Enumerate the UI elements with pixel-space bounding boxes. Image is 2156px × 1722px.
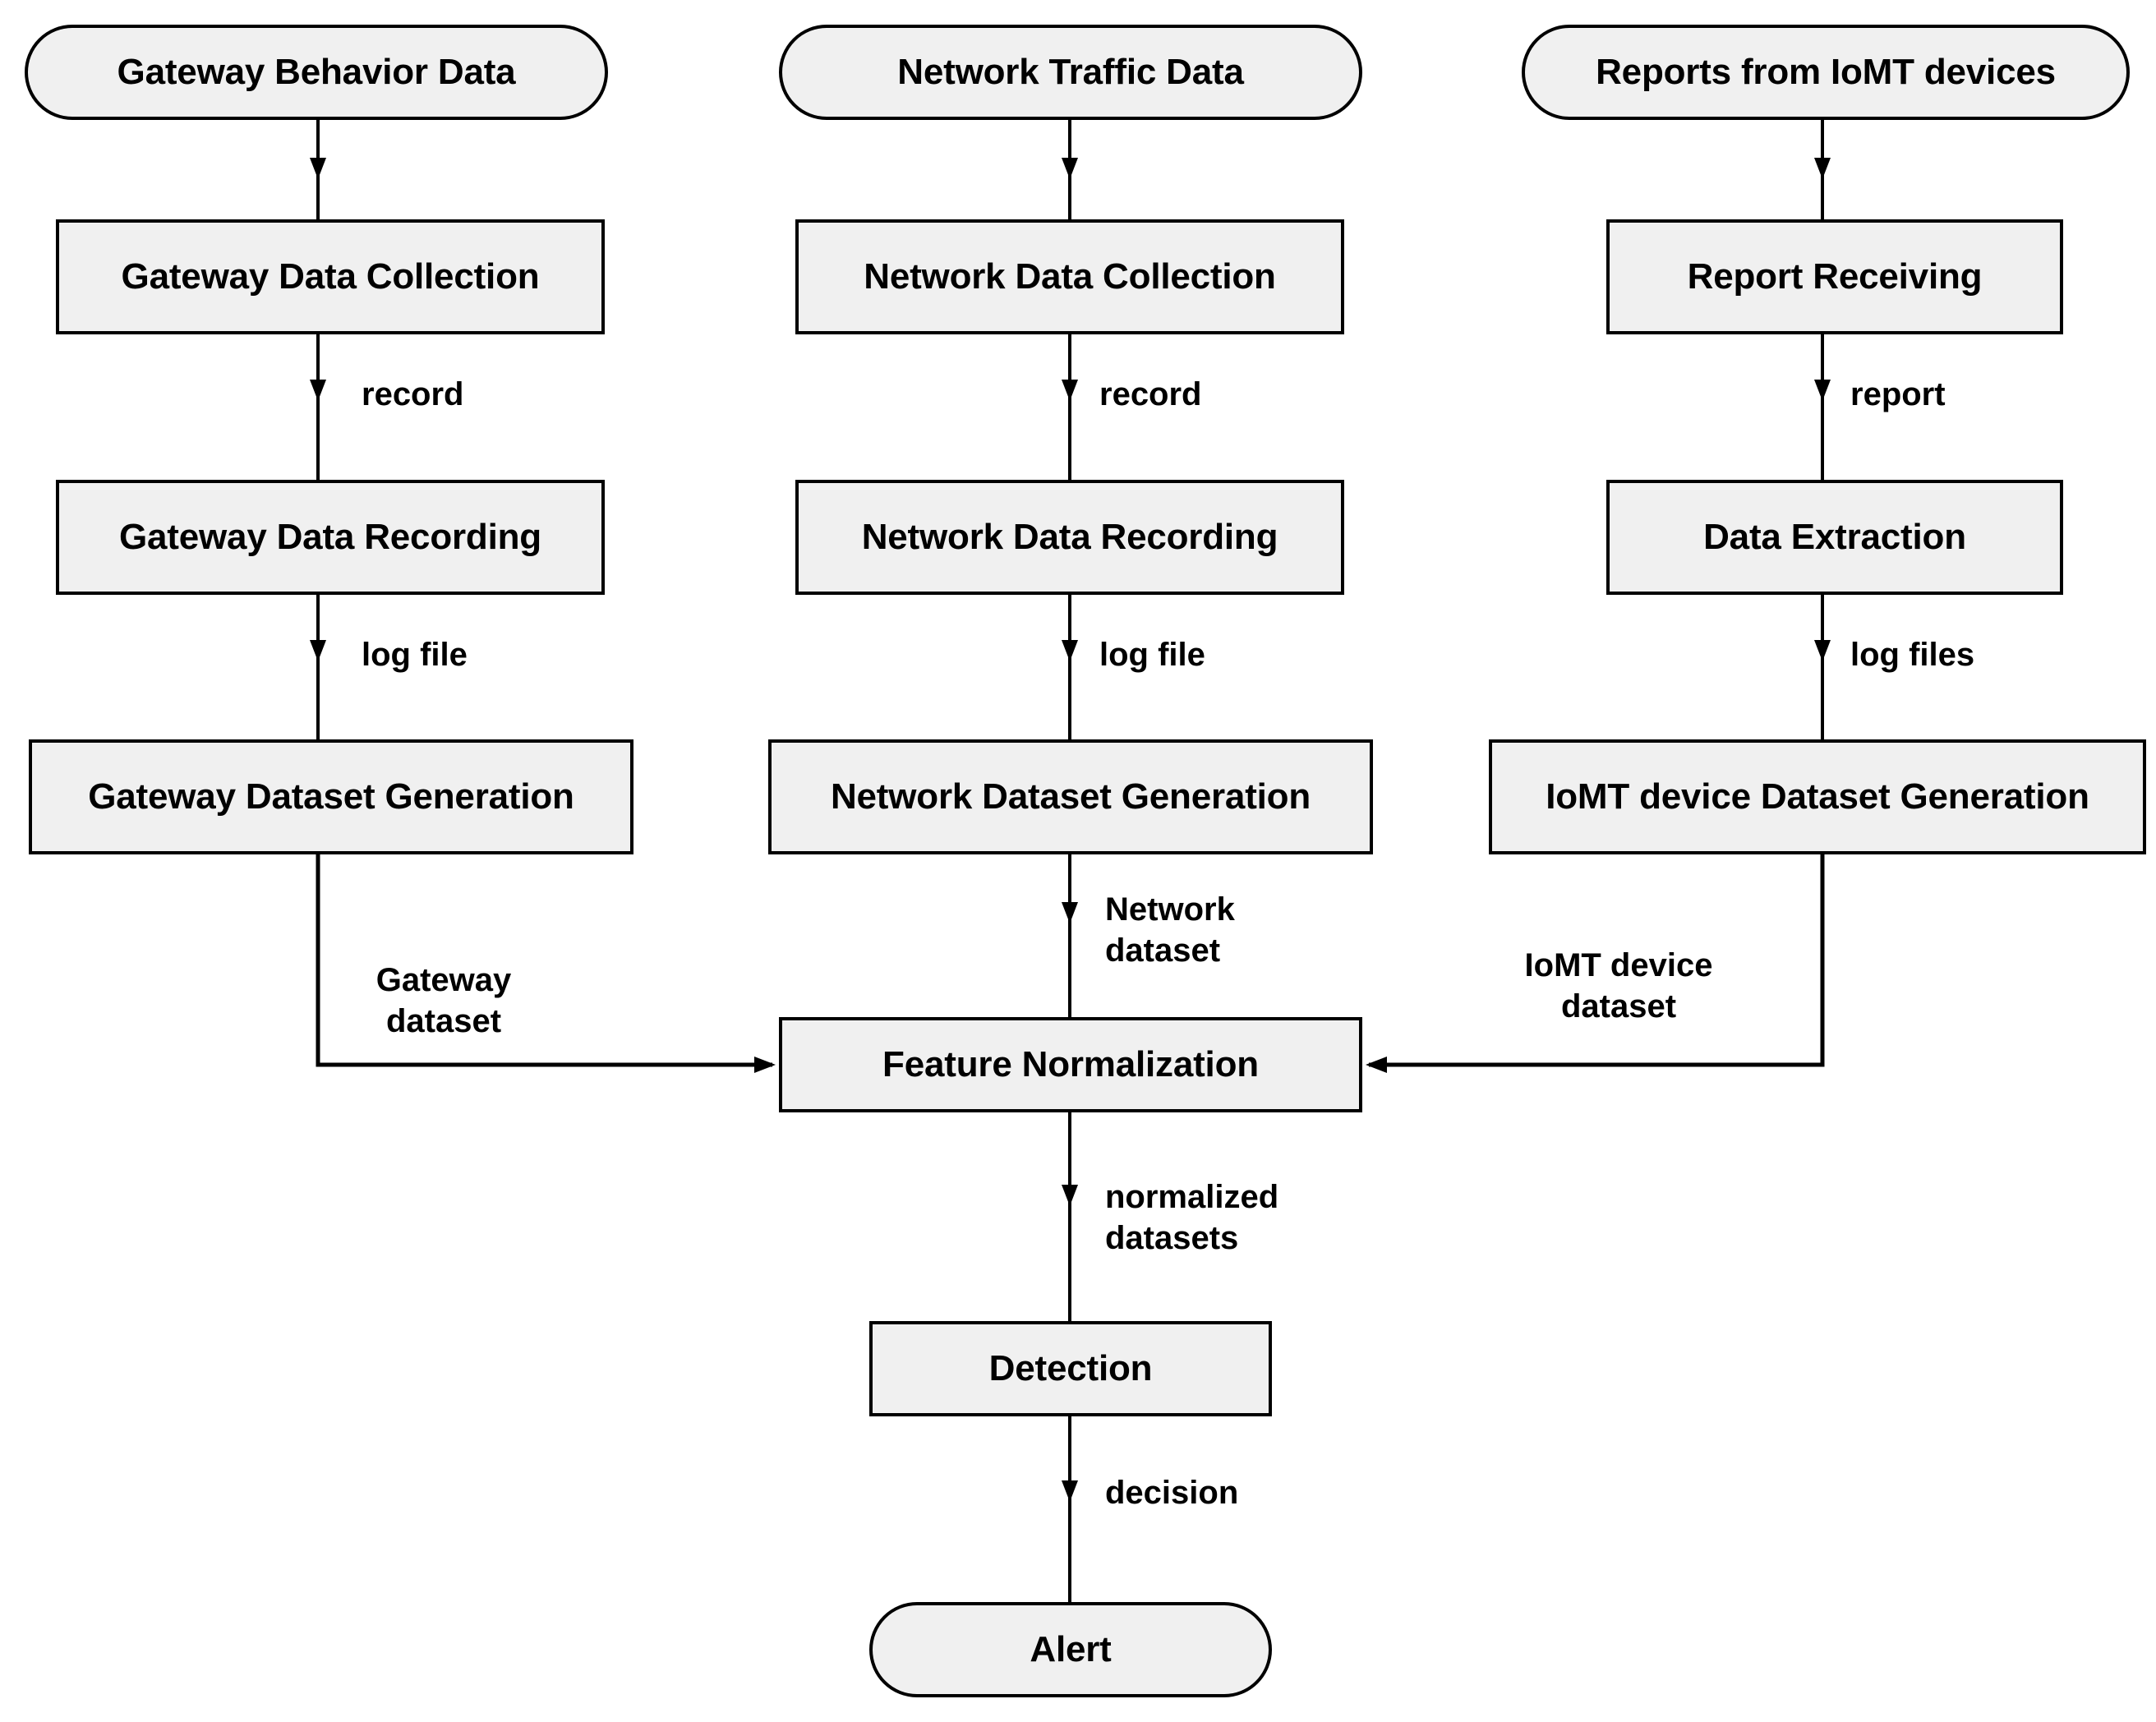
node-network-dataset-generation[interactable]: Network Dataset Generation <box>768 739 1373 854</box>
edge-receiving-to-extraction <box>1814 334 1831 480</box>
edge-extraction-to-iomt-dataset <box>1814 595 1831 739</box>
edge-normalization-to-detection <box>1062 1112 1078 1321</box>
edge-label-record-network: record <box>1099 376 1202 412</box>
node-label: Network Data Recording <box>861 516 1278 557</box>
node-label: Data Extraction <box>1703 516 1966 557</box>
edge-label-iomt-device-dataset: IoMT device dataset <box>1524 947 1713 1024</box>
edge-label-log-files-iomt: log files <box>1850 637 1975 673</box>
edge-gateway-dataset-to-normalization <box>316 854 776 1073</box>
edge-label-decision: decision <box>1105 1475 1239 1511</box>
node-data-extraction[interactable]: Data Extraction <box>1606 480 2063 595</box>
edge-gateway-behavior-to-collection <box>310 120 326 219</box>
node-label: IoMT device Dataset Generation <box>1546 776 2089 817</box>
edge-network-collection-to-recording <box>1062 334 1078 480</box>
node-label: Feature Normalization <box>882 1043 1259 1084</box>
edge-gateway-recording-to-dataset <box>310 595 326 739</box>
node-label: Detection <box>988 1347 1153 1388</box>
node-label: Gateway Behavior Data <box>117 51 516 92</box>
node-reports-from-iomt-devices[interactable]: Reports from IoMT devices <box>1522 25 2130 120</box>
node-label: Gateway Data Collection <box>121 256 540 297</box>
node-network-data-recording[interactable]: Network Data Recording <box>795 480 1344 595</box>
node-label: Gateway Dataset Generation <box>88 776 574 817</box>
node-alert[interactable]: Alert <box>869 1602 1272 1697</box>
node-gateway-data-collection[interactable]: Gateway Data Collection <box>56 219 605 334</box>
edge-reports-to-receiving <box>1814 120 1831 219</box>
edge-label-normalized-datasets: normalized datasets <box>1105 1179 1279 1256</box>
node-label: Reports from IoMT devices <box>1596 51 2056 92</box>
edge-label-log-file-gateway: log file <box>362 637 468 673</box>
edge-network-traffic-to-collection <box>1062 120 1078 219</box>
edge-label-record-gateway: record <box>362 376 464 412</box>
edge-label-report: report <box>1850 376 1946 412</box>
node-gateway-dataset-generation[interactable]: Gateway Dataset Generation <box>29 739 633 854</box>
node-network-data-collection[interactable]: Network Data Collection <box>795 219 1344 334</box>
node-label: Report Receiving <box>1687 256 1983 297</box>
edge-network-dataset-to-normalization <box>1062 854 1078 1017</box>
edge-label-log-file-network: log file <box>1099 637 1205 673</box>
node-iomt-device-dataset-generation[interactable]: IoMT device Dataset Generation <box>1489 739 2146 854</box>
node-label: Network Dataset Generation <box>830 776 1311 817</box>
node-label: Alert <box>1030 1628 1112 1669</box>
edge-gateway-collection-to-recording <box>310 334 326 480</box>
node-detection[interactable]: Detection <box>869 1321 1272 1416</box>
node-label: Gateway Data Recording <box>119 516 541 557</box>
edge-label-network-dataset: Network dataset <box>1105 891 1235 969</box>
edge-iomt-dataset-to-normalization <box>1366 854 1825 1073</box>
node-label: Network Data Collection <box>864 256 1276 297</box>
node-label: Network Traffic Data <box>897 51 1244 92</box>
edge-network-recording-to-dataset <box>1062 595 1078 739</box>
node-gateway-data-recording[interactable]: Gateway Data Recording <box>56 480 605 595</box>
edge-detection-to-alert <box>1062 1416 1078 1602</box>
node-report-receiving[interactable]: Report Receiving <box>1606 219 2063 334</box>
edge-label-gateway-dataset: Gateway dataset <box>375 962 512 1039</box>
node-feature-normalization[interactable]: Feature Normalization <box>779 1017 1362 1112</box>
node-gateway-behavior-data[interactable]: Gateway Behavior Data <box>25 25 608 120</box>
node-network-traffic-data[interactable]: Network Traffic Data <box>779 25 1362 120</box>
